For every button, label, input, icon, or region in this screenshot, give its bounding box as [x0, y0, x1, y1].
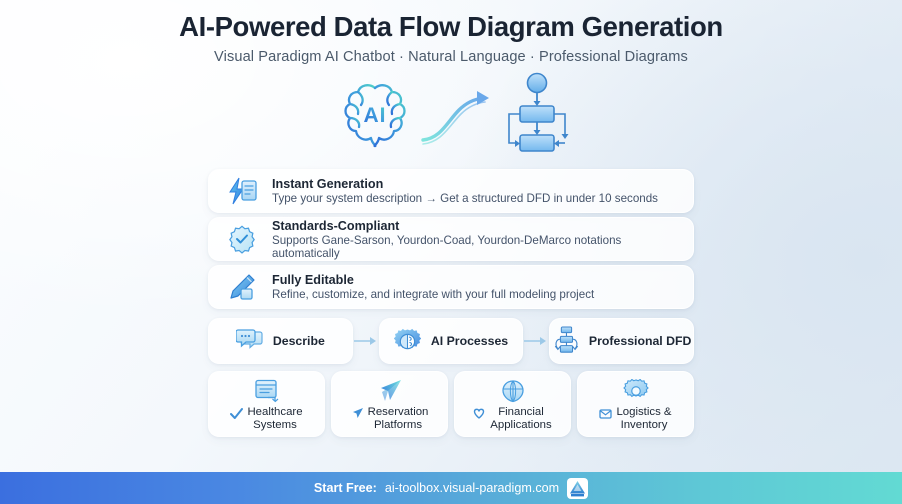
- step-label: Describe: [272, 334, 325, 349]
- footer-url[interactable]: ai-toolbox.visual-paradigm.com: [384, 481, 560, 495]
- use-case-reservation-platforms[interactable]: Reservation Platforms: [331, 371, 448, 438]
- step-professional-dfd[interactable]: Professional DFD: [549, 318, 695, 365]
- use-case-label: Healthcare Systems: [247, 405, 303, 432]
- step-label: Professional DFD: [588, 334, 692, 349]
- use-case-label: Reservation Platforms: [367, 405, 429, 432]
- heart-check-icon: [473, 407, 486, 420]
- dfd-flowchart-icon: [552, 326, 580, 355]
- ai-brain-icon: AI: [333, 74, 417, 163]
- envelope-icon: [599, 407, 613, 420]
- footer-start-label: Start Free:: [313, 481, 377, 495]
- step-label: AI Processes: [430, 334, 509, 349]
- gear-settings-icon: [622, 379, 649, 404]
- feature-card-fully-editable[interactable]: Fully Editable Refine, customize, and in…: [208, 265, 694, 310]
- step-describe[interactable]: Describe: [208, 318, 353, 365]
- use-case-label: Financial Applications: [490, 405, 552, 432]
- svg-text:AI: AI: [364, 104, 387, 127]
- feature-description: Supports Gane-Sarson, Yourdon-Coad, Your…: [272, 233, 622, 260]
- flowchart-icon: [499, 72, 575, 163]
- feature-card-standards-compliant[interactable]: Standards-Compliant Supports Gane-Sarson…: [208, 217, 694, 262]
- badge-check-icon: [225, 223, 259, 255]
- curved-arrow-icon: [419, 88, 497, 153]
- header: AI-Powered Data Flow Diagram Generation …: [0, 0, 902, 65]
- page-subtitle: Visual Paradigm AI Chatbot · Natural Lan…: [214, 49, 688, 66]
- use-case-logistics-inventory[interactable]: Logistics & Inventory: [577, 371, 694, 438]
- footer-bar: Start Free: ai-toolbox.visual-paradigm.c…: [0, 472, 902, 504]
- process-steps: Describe: [208, 318, 695, 365]
- check-icon: [230, 407, 244, 420]
- visual-paradigm-logo-icon: [567, 477, 589, 499]
- feature-title: Standards-Compliant: [272, 218, 400, 233]
- globe-shield-icon: [500, 379, 526, 404]
- feature-description: Type your system description → Get a str…: [272, 192, 658, 206]
- gear-brain-icon: [394, 327, 422, 355]
- chat-bubbles-icon: [236, 327, 264, 355]
- pencil-edit-icon: [225, 271, 259, 303]
- hero-illustration: AI: [0, 71, 902, 163]
- use-case-list: Healthcare Systems: [208, 371, 694, 438]
- arrow-right-icon: [523, 336, 549, 346]
- paper-plane-icon: [377, 379, 403, 404]
- document-window-icon: [254, 379, 280, 404]
- page-title: AI-Powered Data Flow Diagram Generation: [179, 11, 723, 42]
- step-ai-processes[interactable]: AI Processes: [378, 318, 524, 365]
- feature-description: Refine, customize, and integrate with yo…: [272, 288, 595, 302]
- use-case-financial-applications[interactable]: Financial Applications: [454, 371, 571, 438]
- feature-title: Instant Generation: [272, 177, 384, 192]
- feature-title: Fully Editable: [272, 273, 354, 288]
- use-case-healthcare-systems[interactable]: Healthcare Systems: [208, 371, 325, 438]
- arrow-right-icon: [353, 336, 379, 346]
- use-case-label: Logistics & Inventory: [616, 405, 672, 432]
- feature-card-instant-generation[interactable]: Instant Generation Type your system desc…: [208, 169, 694, 214]
- lightning-document-icon: [225, 175, 259, 207]
- feature-card-list: Instant Generation Type your system desc…: [208, 169, 694, 310]
- plane-icon: [351, 407, 364, 420]
